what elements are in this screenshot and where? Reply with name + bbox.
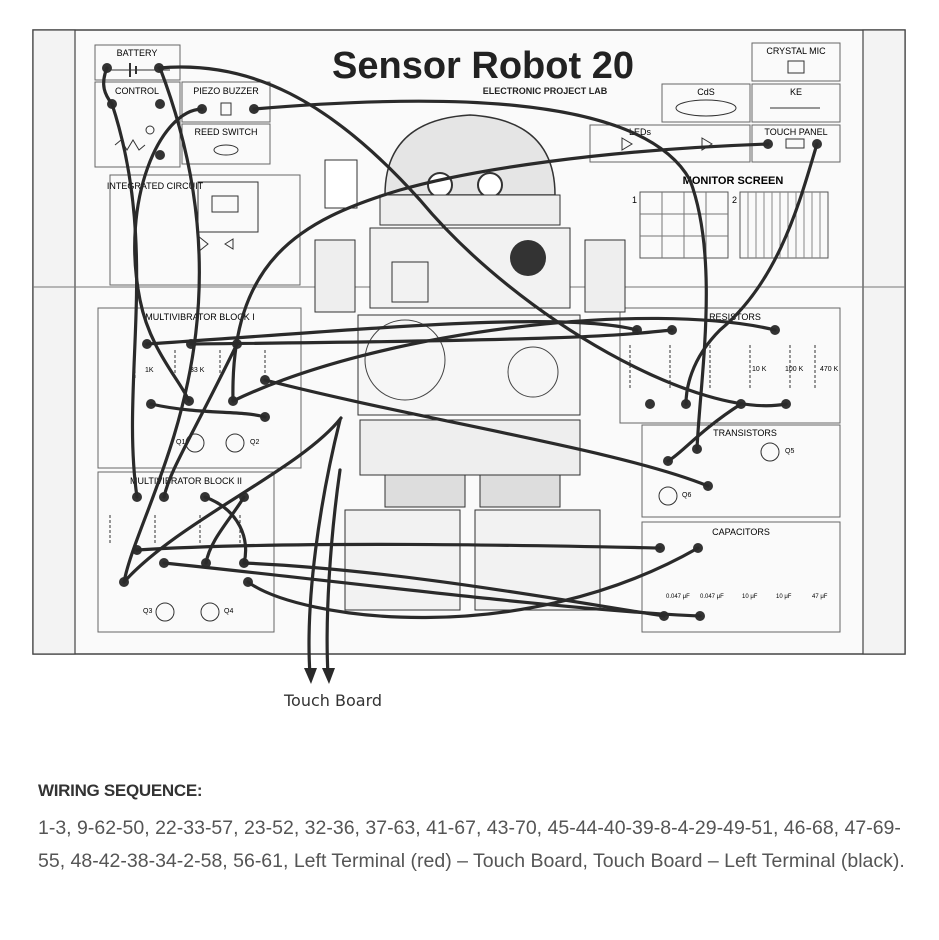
robot-illustration — [314, 114, 626, 611]
piezo-label: PIEZO BUZZER — [193, 86, 259, 96]
piezo-block: PIEZO BUZZER — [181, 81, 271, 123]
mv2-label: MULTIVIBRATOR BLOCK II — [130, 476, 242, 486]
transistor-q3 — [155, 602, 175, 622]
right-rail — [862, 29, 906, 655]
battery-label: BATTERY — [117, 48, 158, 58]
reed-block: REED SWITCH — [181, 123, 271, 165]
c-0047b-value: 0.047 μF — [700, 594, 724, 600]
c-0047a-value: 0.047 μF — [666, 594, 690, 600]
crystal-label: CRYSTAL MIC — [766, 46, 826, 56]
q4-label: Q4 — [224, 608, 233, 615]
lab-board-diagram: Sensor Robot 20 ELECTRONIC PROJECT LAB B… — [32, 29, 906, 684]
robot-neck — [379, 194, 561, 226]
touch-board-caption: Touch Board — [284, 691, 383, 710]
robot-body-disc-left — [364, 319, 446, 401]
robot-arm-right — [584, 239, 626, 313]
ic-block: INTEGRATED CIRCUIT — [107, 174, 301, 286]
reed-label: REED SWITCH — [195, 127, 258, 137]
robot-eye-right — [477, 172, 503, 198]
robot-antenna-box — [324, 159, 358, 209]
board-subtitle: ELECTRONIC PROJECT LAB — [483, 86, 608, 96]
q3-label: Q3 — [143, 608, 152, 615]
robot-waist — [359, 419, 581, 476]
mv1-r1-value: 1K — [145, 367, 154, 374]
multivibrator-block-2: MULTIVIBRATOR BLOCK II Q3 Q4 — [97, 471, 275, 633]
robot-body-disc-right — [507, 346, 559, 398]
wiring-sequence-text: 1-3, 9-62-50, 22-33-57, 23-52, 32-36, 37… — [38, 817, 905, 872]
c-47-value: 47 μF — [812, 594, 828, 600]
robot-panel — [391, 261, 429, 303]
monitor-screen-block: MONITOR SCREEN 1 2 — [632, 175, 829, 259]
touch-board-arrows — [304, 668, 335, 684]
ke-label: KE — [790, 87, 802, 97]
wiring — [102, 65, 819, 677]
control-block: CONTROL — [94, 81, 181, 168]
robot-legs — [384, 474, 561, 508]
transistors-label: TRANSISTORS — [713, 428, 777, 438]
left-rail — [32, 29, 76, 655]
crystal-mic-block: CRYSTAL MIC — [751, 42, 841, 82]
r-100k-value: 100 K — [785, 366, 804, 373]
monitor-label: MONITOR SCREEN — [683, 175, 784, 187]
c-10-value: 10 μF — [742, 594, 758, 600]
ke-block: KE — [751, 83, 841, 123]
cds-label: CdS — [697, 87, 715, 97]
control-label: CONTROL — [115, 86, 159, 96]
monitor-2-label: 2 — [732, 195, 737, 205]
robot-body — [357, 314, 581, 416]
board-title: Sensor Robot 20 — [332, 45, 634, 87]
ic-label: INTEGRATED CIRCUIT — [107, 181, 204, 191]
transistors-block: TRANSISTORS Q5 Q6 — [641, 424, 841, 518]
transistor-q6 — [658, 486, 678, 506]
q2-label: Q2 — [250, 439, 259, 446]
q1-label: Q1 — [176, 439, 185, 446]
capacitors-label: CAPACITORS — [712, 527, 770, 537]
mv1-label: MULTIVIBRATOR BLOCK I — [145, 312, 255, 322]
wiring-sequence-heading: WIRING SEQUENCE: — [38, 781, 203, 800]
touch-label: TOUCH PANEL — [764, 127, 827, 137]
leds-label: LEDs — [629, 127, 652, 137]
monitor-1-label: 1 — [632, 195, 637, 205]
transistor-q2 — [225, 433, 245, 453]
mv1-r2-value: 33 K — [190, 367, 205, 374]
robot-speaker — [510, 240, 546, 276]
transistor-q4 — [200, 602, 220, 622]
transistor-q5 — [760, 442, 780, 462]
c-10b-value: 10 μF — [776, 594, 792, 600]
cds-block: CdS — [661, 83, 751, 123]
q6-label: Q6 — [682, 492, 691, 499]
r-470k-value: 470 K — [820, 366, 839, 373]
robot-arm-left — [314, 239, 356, 313]
r-10k-value: 10 K — [752, 366, 767, 373]
q5-label: Q5 — [785, 448, 794, 455]
